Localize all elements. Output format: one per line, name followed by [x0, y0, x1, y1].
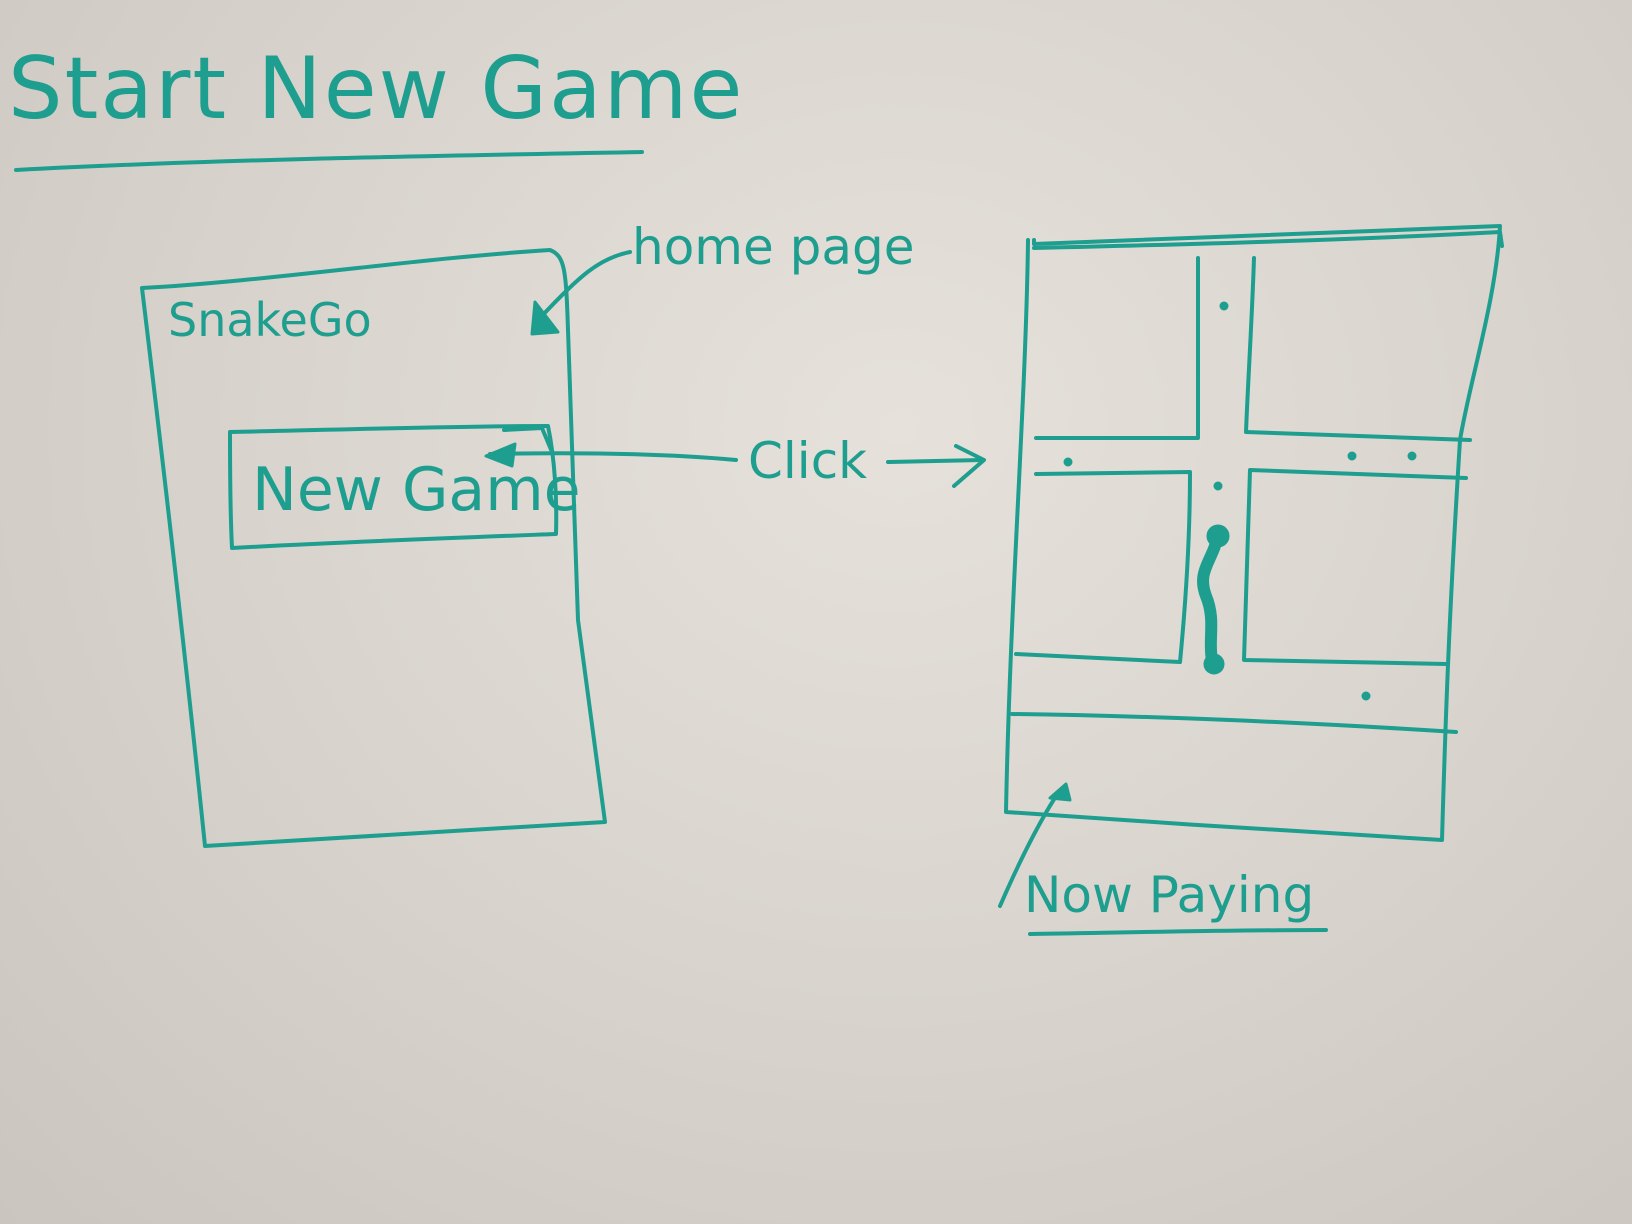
new-game-button-border [228, 424, 559, 550]
food-dot [1063, 457, 1073, 467]
food-dot [1407, 451, 1417, 461]
now-playing-pointer-line [998, 788, 1062, 908]
food-dot [1347, 451, 1357, 461]
game-screen-mockup [1004, 224, 1504, 842]
click-arrowhead-right-icon [952, 444, 986, 488]
home-indicator-icon [530, 300, 560, 336]
diagram-title: Start New Game [8, 39, 744, 139]
new-game-button[interactable]: New Game [228, 424, 581, 550]
now-playing-annotation: Now Paying [998, 788, 1328, 936]
home-page-label: home page [632, 218, 915, 276]
now-playing-label: Now Paying [1024, 866, 1314, 924]
snake-body [1197, 528, 1224, 666]
food-dot [1361, 691, 1371, 701]
food-dot [1219, 301, 1229, 311]
maze-wall-bottom-right [1242, 468, 1468, 666]
game-screen-frame-top [1032, 230, 1504, 250]
maze-wall-top-right [1244, 256, 1472, 442]
home-page-annotation: home page [538, 218, 915, 320]
home-screen-mockup: SnakeGo New Game [140, 248, 607, 848]
maze-wall-top-left [1034, 256, 1200, 440]
title-underline [14, 150, 644, 172]
snake-head [1206, 524, 1230, 548]
now-playing-underline [1028, 928, 1328, 936]
status-bar-divider [1010, 712, 1458, 734]
click-label: Click [748, 432, 867, 490]
home-page-pointer-line [538, 250, 632, 320]
game-screen-frame [1004, 224, 1502, 842]
new-game-button-shadow [502, 426, 554, 454]
food-dot [1213, 481, 1223, 491]
click-transition: Click [484, 432, 986, 490]
snake-tail [1203, 653, 1225, 675]
home-screen-frame [140, 248, 607, 848]
click-arrowhead-left-icon [484, 442, 517, 468]
click-line-right [886, 458, 984, 464]
new-game-button-label: New Game [252, 455, 581, 525]
click-line-left [488, 451, 738, 462]
app-title: SnakeGo [168, 293, 372, 347]
maze-wall-bottom-left [1014, 470, 1192, 664]
